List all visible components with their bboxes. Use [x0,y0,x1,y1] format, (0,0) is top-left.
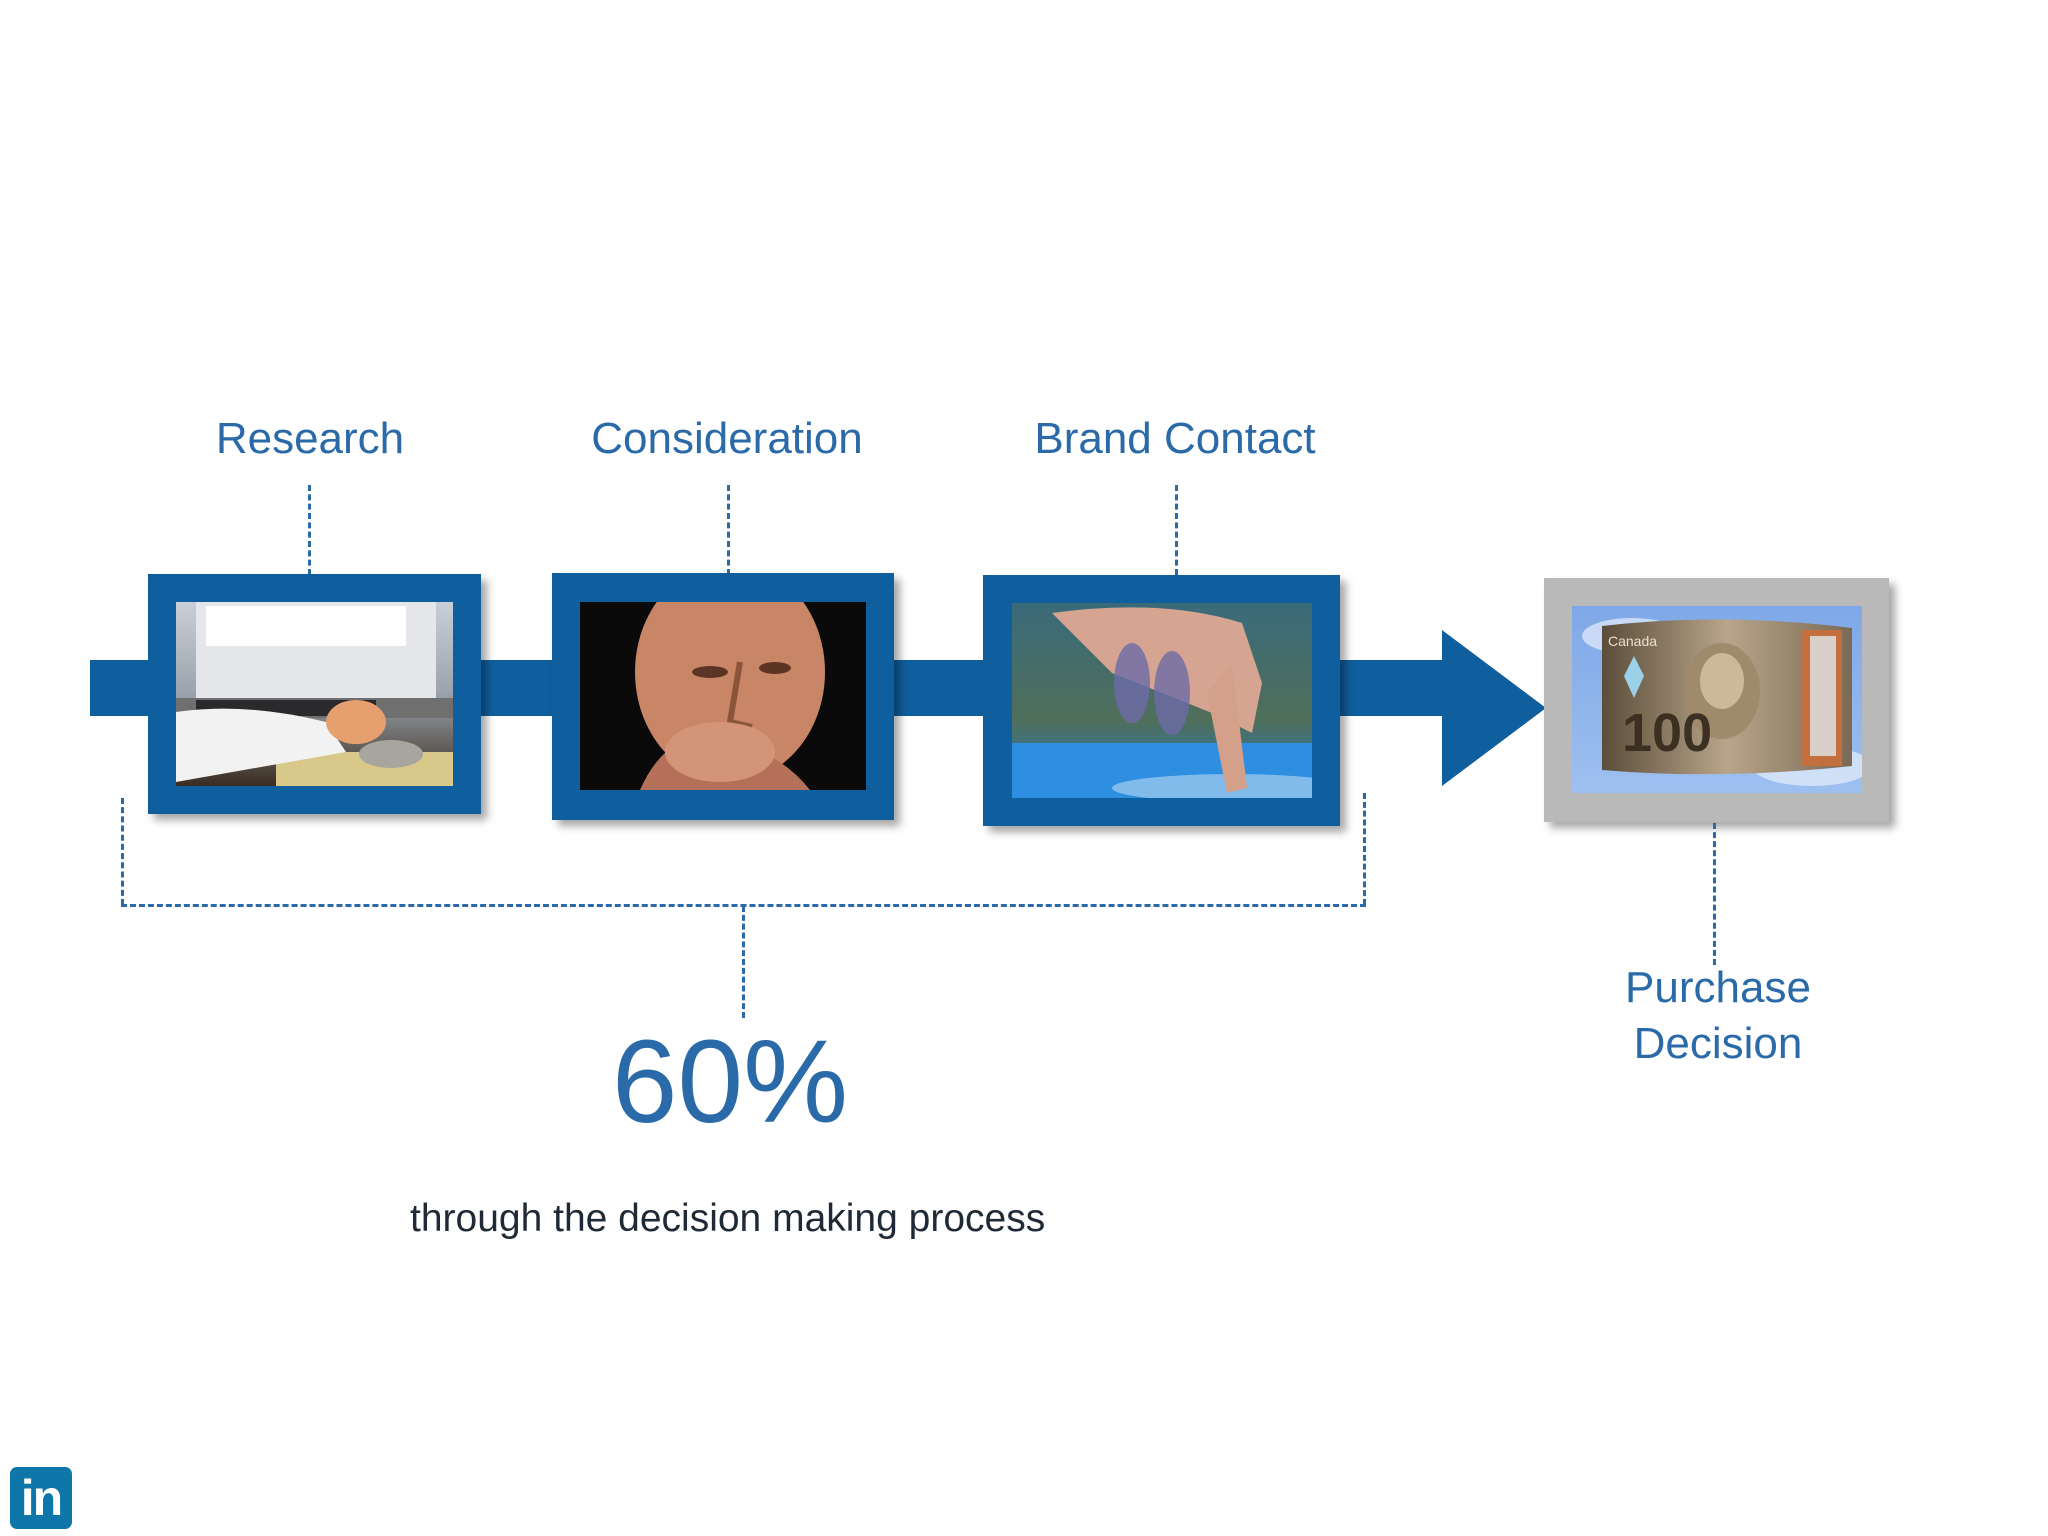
bracket-stem [742,906,745,1018]
purchase-label-line2: Decision [1578,1016,1858,1072]
consideration-photo [580,602,866,790]
banknote-denomination: 100 [1622,703,1712,763]
banknote-country: Canada [1608,633,1657,649]
purchase-decision-connector [1713,823,1716,965]
bracket-right [1363,793,1366,905]
bracket-left [121,798,124,905]
flow-arrowhead [1442,630,1546,786]
consideration-connector [727,485,730,575]
purchase-decision-label: Purchase Decision [1578,960,1858,1072]
step-label-research: Research [190,412,430,466]
research-photo [176,602,453,786]
research-connector [308,485,311,575]
brand-contact-photo [1012,603,1312,798]
stat-value: 60% [560,1022,900,1142]
step-label-consideration: Consideration [567,412,887,466]
brand-contact-connector [1175,485,1178,575]
step-label-brand-contact: Brand Contact [1010,412,1340,466]
banknote-photo: Canada 100 [1572,606,1862,793]
purchase-label-line1: Purchase [1578,960,1858,1016]
linkedin-logo-icon: in [10,1467,72,1529]
stat-caption: through the decision making process [410,1196,1045,1242]
